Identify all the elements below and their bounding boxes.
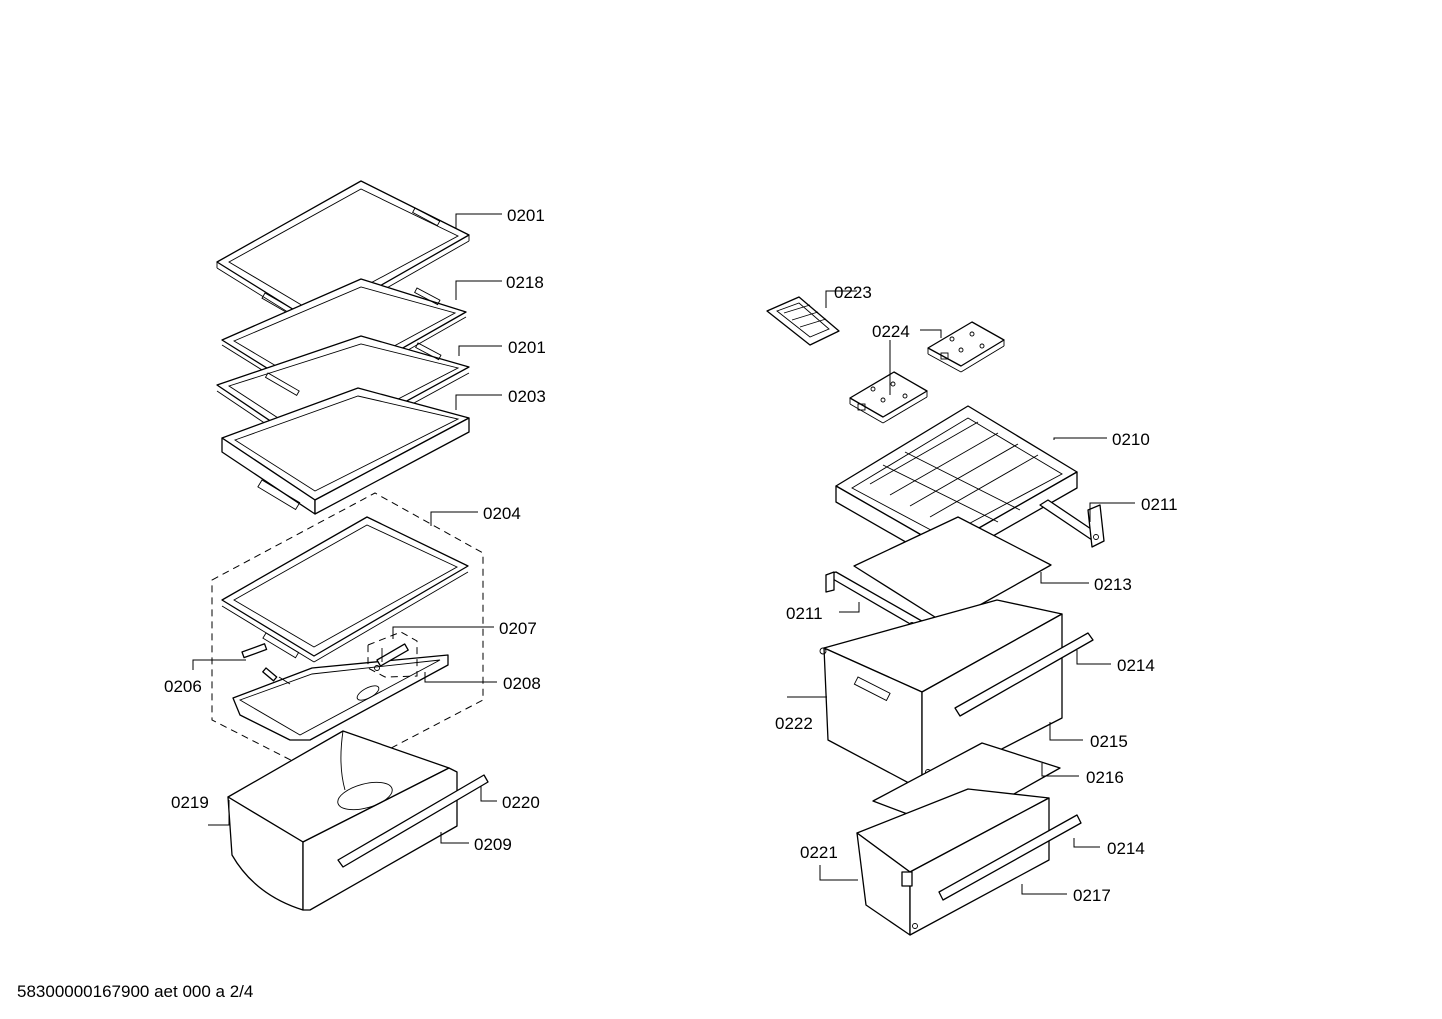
label-0215: 0215 <box>1090 732 1128 751</box>
assembly-outline-0204 <box>211 492 484 781</box>
glass-plate-0213 <box>853 516 1052 625</box>
label-0214-top: 0214 <box>1117 656 1155 675</box>
cooling-pack-0224-right <box>927 321 1005 373</box>
label-0220: 0220 <box>502 793 540 812</box>
label-0224: 0224 <box>872 322 910 341</box>
cooling-pack-0224-left <box>849 371 928 424</box>
label-0217: 0217 <box>1073 886 1111 905</box>
label-0210: 0210 <box>1112 430 1150 449</box>
part-labels: 0201 0218 0201 0203 0204 0207 0206 0208 … <box>164 206 1178 905</box>
label-0219: 0219 <box>171 793 209 812</box>
label-0211-right: 0211 <box>1141 495 1178 514</box>
label-0213: 0213 <box>1094 575 1132 594</box>
label-0208: 0208 <box>503 674 541 693</box>
label-0209: 0209 <box>474 835 512 854</box>
label-0207: 0207 <box>499 619 537 638</box>
label-0218: 0218 <box>506 273 544 292</box>
label-0201-top: 0201 <box>507 206 545 225</box>
label-0221: 0221 <box>800 843 838 862</box>
shelf-frame-0203 <box>221 387 470 515</box>
label-0203: 0203 <box>508 387 546 406</box>
label-0204: 0204 <box>483 504 521 523</box>
drawer-0222 <box>819 599 1094 791</box>
rail-0211-right <box>1039 499 1105 548</box>
label-0201-middle: 0201 <box>508 338 546 357</box>
crisper-drawer-0219 <box>227 730 489 911</box>
assembly-shelf <box>221 516 469 663</box>
label-0216: 0216 <box>1086 768 1124 787</box>
holder-0207 <box>367 631 418 678</box>
drawer-0221 <box>856 788 1082 936</box>
label-0211-left: 0211 <box>786 604 823 623</box>
leader-lines <box>192 213 1135 895</box>
label-0206: 0206 <box>164 677 202 696</box>
cover-plate-0208 <box>232 654 449 741</box>
label-0222: 0222 <box>775 714 813 733</box>
document-id-footer: 58300000167900 aet 000 a 2/4 <box>17 982 254 1001</box>
label-0223: 0223 <box>834 283 872 302</box>
clip-0206 <box>241 643 278 682</box>
label-0214-bottom: 0214 <box>1107 839 1145 858</box>
ice-tray-0223 <box>766 296 840 346</box>
